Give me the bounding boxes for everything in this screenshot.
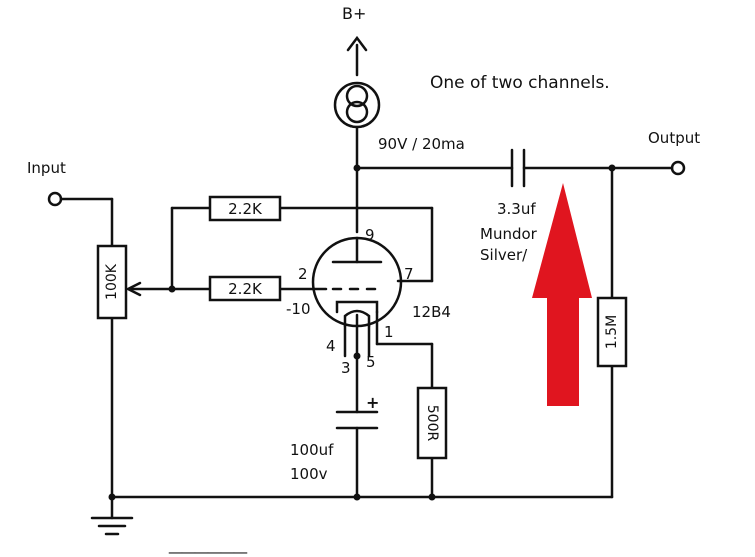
junction-output: [608, 164, 616, 172]
output-resistor-body: [596, 296, 628, 368]
cap-type-label: Silver/: [480, 246, 528, 264]
tube-type-label: 12B4: [412, 303, 451, 321]
pot-body: [96, 244, 128, 320]
pin-3-label: 3: [341, 359, 351, 377]
elec-voltage-label: 100v: [290, 465, 328, 483]
junction-ground-elec: [353, 493, 361, 501]
resistor-bodies: [96, 195, 628, 460]
mid-resistor-body: [208, 275, 282, 302]
pin-4-label: 4: [326, 337, 336, 355]
junction-plate: [353, 164, 361, 172]
junctions: [108, 164, 616, 501]
output-label: Output: [648, 129, 701, 147]
tube-cathode: [335, 300, 379, 314]
junction-wiper: [168, 285, 176, 293]
tube-heater: [343, 309, 371, 328]
cap-brand-label: Mundor: [480, 225, 537, 243]
bplus-arrowhead: [346, 35, 368, 52]
elec-value-label: 100uf: [290, 441, 334, 459]
mid-resistor-label: 2.2K: [228, 280, 263, 298]
cathode-resistor-body: [416, 386, 448, 460]
cathode-resistor-label: 500R: [424, 405, 440, 442]
pin-2-label: 2: [298, 265, 308, 283]
top-resistor-label: 2.2K: [228, 200, 263, 218]
pin-9-label: 9: [365, 226, 375, 244]
red-arrow: [532, 183, 592, 406]
current-source-ring-top: [345, 84, 369, 108]
wiper-arrow: [125, 281, 142, 297]
pin-10-label: -10: [286, 300, 311, 318]
wires: [47, 35, 686, 536]
current-source-ring-bottom: [345, 100, 369, 124]
elec-polarity-label: +: [366, 393, 380, 412]
bottom-fragment: ——————: [168, 543, 248, 557]
pin-7-label: 7: [404, 265, 414, 283]
junction-ground-left: [108, 493, 116, 501]
bplus-label: B+: [342, 4, 367, 23]
top-resistor-body: [208, 195, 282, 222]
pot-label: 100K: [104, 263, 120, 300]
cap-value-label: 3.3uf: [497, 200, 536, 218]
junction-ground-cathode: [428, 493, 436, 501]
input-label: Input: [27, 159, 66, 177]
input-terminal: [47, 191, 63, 207]
channel-note: One of two channels.: [430, 73, 610, 93]
output-resistor-label: 1.5M: [604, 315, 620, 349]
junction-cathode: [353, 352, 361, 360]
pin-1-label: 1: [384, 323, 394, 341]
output-terminal: [670, 160, 686, 176]
bias-label: 90V / 20ma: [378, 135, 465, 153]
pin-5-label: 5: [366, 353, 376, 371]
